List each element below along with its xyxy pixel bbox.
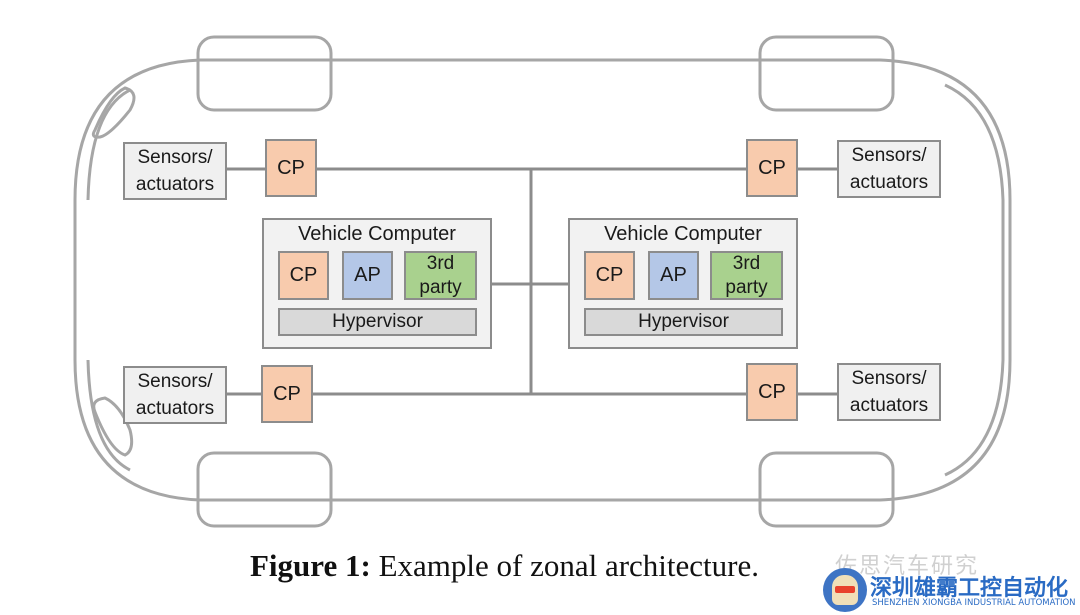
- vc-cp: CP: [278, 251, 329, 300]
- vehicle-computer-1: Vehicle Computer CP AP 3rd party Hypervi…: [262, 218, 492, 349]
- car-rear-left: [86, 359, 131, 472]
- figure-caption: Figure 1: Example of zonal architecture.: [250, 548, 759, 584]
- vc-ap: AP: [342, 251, 393, 300]
- vehicle-computer-2: Vehicle Computer CP AP 3rd party Hypervi…: [568, 218, 798, 349]
- vc-third-party-label: 3rd party: [725, 252, 768, 298]
- sensors-actuators-front-left: Sensors/ actuators: [123, 142, 227, 200]
- wheel-front-left: [196, 35, 333, 112]
- sensors-actuators-rear-left: Sensors/ actuators: [123, 366, 227, 424]
- vc-ap: AP: [648, 251, 699, 300]
- mirror-rear-left: [92, 396, 134, 457]
- figure-label: Figure 1:: [250, 548, 371, 583]
- cp-label: CP: [277, 156, 305, 179]
- cp-front-right: CP: [746, 139, 798, 197]
- vc-ap-label: AP: [354, 264, 381, 286]
- wheel-front-right: [758, 35, 895, 112]
- vc-hypervisor-label: Hypervisor: [638, 311, 729, 332]
- car-windshield-left: [86, 88, 131, 201]
- wheel-rear-left: [196, 451, 333, 528]
- wheel-rear-right: [758, 451, 895, 528]
- watermark-line2: 深圳雄霸工控自动化: [870, 576, 1069, 601]
- sensor-label: Sensors/ actuators: [135, 147, 215, 195]
- figure-caption-text: Example of zonal architecture.: [370, 548, 759, 583]
- watermark-line3: SHENZHEN XIONGBA INDUSTRIAL AUTOMATION: [872, 598, 1076, 608]
- mirror-front-left: [91, 86, 136, 139]
- vc-third-party: 3rd party: [404, 251, 477, 300]
- sensor-label: Sensors/ actuators: [135, 371, 215, 419]
- vc-third-party: 3rd party: [710, 251, 783, 300]
- car-outline: [73, 35, 1012, 528]
- vehicle-computer-title: Vehicle Computer: [298, 223, 456, 245]
- sensors-actuators-front-right: Sensors/ actuators: [837, 140, 941, 198]
- vc-ap-label: AP: [660, 264, 687, 286]
- vc-third-party-label: 3rd party: [419, 252, 462, 298]
- cp-rear-right: CP: [746, 363, 798, 421]
- vc-cp-label: CP: [595, 264, 624, 286]
- vc-hypervisor-label: Hypervisor: [332, 311, 423, 332]
- cp-rear-left: CP: [261, 365, 313, 423]
- car-windshield-right: [944, 83, 1005, 477]
- cp-label: CP: [758, 156, 786, 179]
- vehicle-computer-title: Vehicle Computer: [604, 223, 762, 245]
- cp-front-left: CP: [265, 139, 317, 197]
- sensors-actuators-rear-right: Sensors/ actuators: [837, 363, 941, 421]
- sensor-label: Sensors/ actuators: [849, 368, 929, 416]
- car-body-outline: [73, 58, 1012, 502]
- watermark-bear-logo-icon: [823, 568, 867, 612]
- sensor-label: Sensors/ actuators: [849, 145, 929, 193]
- cp-label: CP: [758, 380, 786, 403]
- vc-hypervisor: Hypervisor: [278, 308, 477, 336]
- cp-label: CP: [273, 382, 301, 405]
- vc-cp-label: CP: [289, 264, 318, 286]
- vc-hypervisor: Hypervisor: [584, 308, 783, 336]
- vc-cp: CP: [584, 251, 635, 300]
